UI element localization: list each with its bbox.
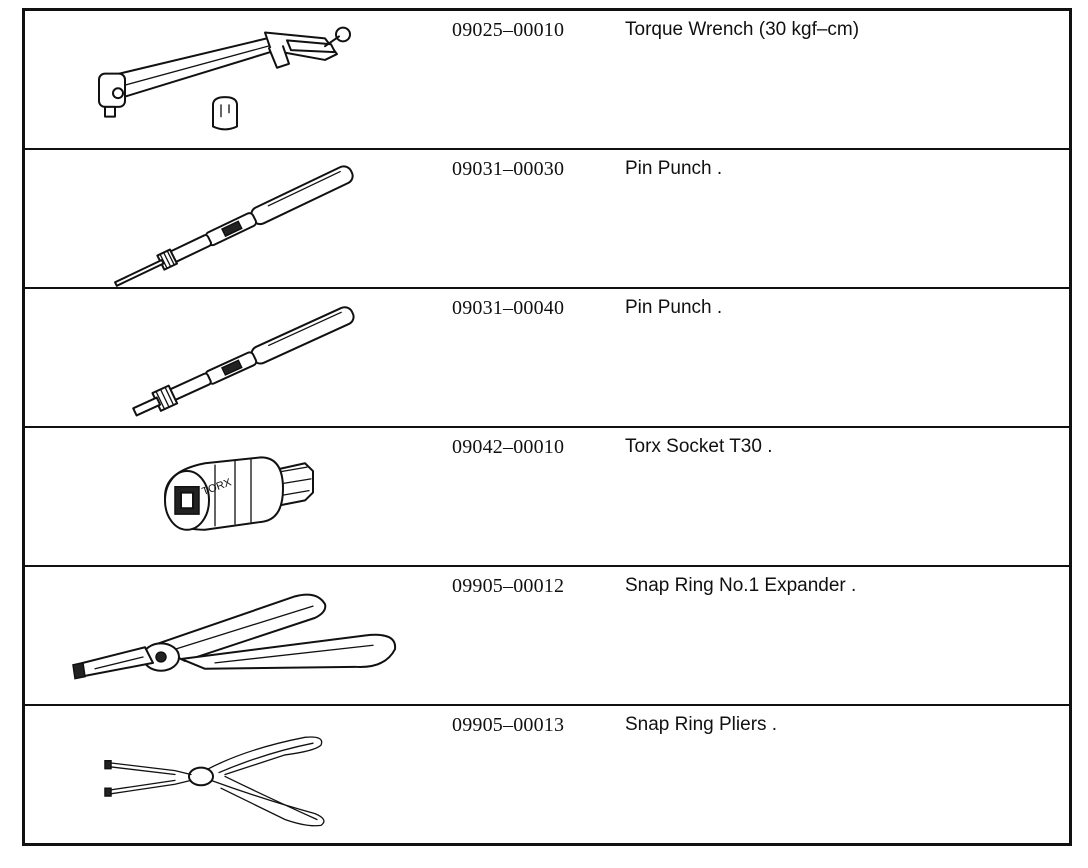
snap-ring-pliers-illustration xyxy=(25,706,445,843)
snap-ring-expander-illustration xyxy=(25,567,445,704)
pin-punch-icon xyxy=(25,150,445,287)
table-row: 09031–00040 Pin Punch . xyxy=(25,289,1069,428)
torque-wrench-illustration xyxy=(25,11,445,148)
table-row: 09905–00012 Snap Ring No.1 Expander . xyxy=(25,567,1069,706)
tool-name: Pin Punch . xyxy=(625,297,723,318)
pin-punch-illustration xyxy=(25,150,445,287)
part-number: 09025–00010 xyxy=(452,19,565,41)
tool-name: Snap Ring Pliers . xyxy=(625,714,778,735)
table-row: 09905–00013 Snap Ring Pliers . xyxy=(25,706,1069,843)
torx-socket-illustration: TORX xyxy=(25,428,445,565)
part-number: 09905–00012 xyxy=(452,575,565,597)
part-number: 09042–00010 xyxy=(452,436,565,458)
tool-name: Torque Wrench (30 kgf–cm) xyxy=(625,19,860,40)
tool-name: Snap Ring No.1 Expander . xyxy=(625,575,857,596)
table-row: 09025–00010 Torque Wrench (30 kgf–cm) xyxy=(25,11,1069,150)
torque-wrench-icon xyxy=(25,11,445,148)
table-row: TORX 09042–00010 Torx Socket T30 . xyxy=(25,428,1069,567)
special-tools-table: 09025–00010 Torque Wrench (30 kgf–cm) 09… xyxy=(22,8,1072,846)
tool-name: Pin Punch . xyxy=(625,158,723,179)
snap-ring-expander-icon xyxy=(25,567,445,704)
torx-socket-icon: TORX xyxy=(25,428,445,565)
tool-name: Torx Socket T30 . xyxy=(625,436,773,457)
part-number: 09905–00013 xyxy=(452,714,565,736)
pin-punch-illustration xyxy=(25,289,445,426)
part-number: 09031–00040 xyxy=(452,297,565,319)
part-number: 09031–00030 xyxy=(452,158,565,180)
table-row: 09031–00030 Pin Punch . xyxy=(25,150,1069,289)
snap-ring-pliers-icon xyxy=(25,706,445,843)
pin-punch-icon xyxy=(25,289,445,426)
